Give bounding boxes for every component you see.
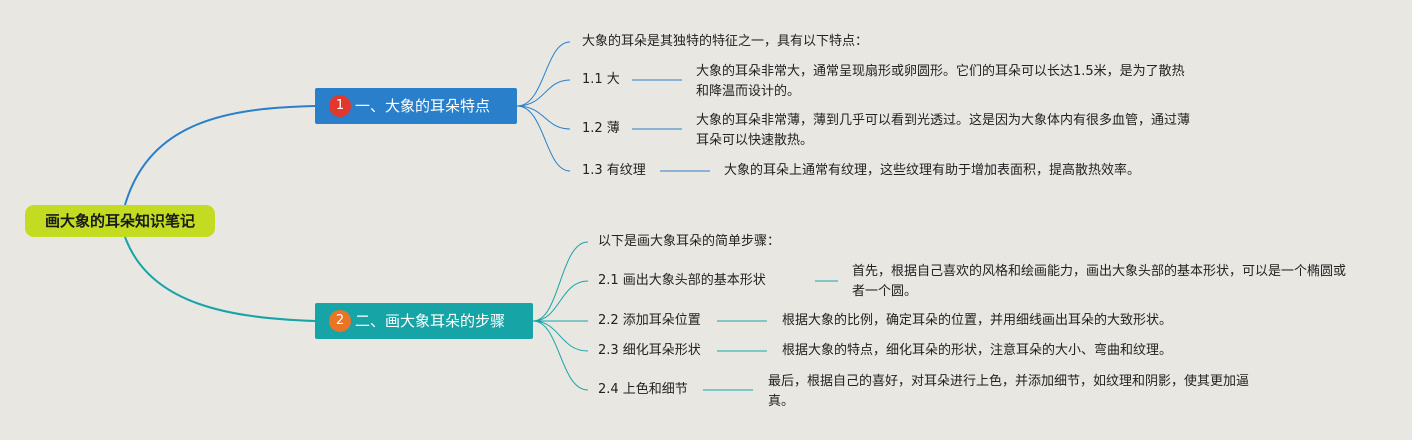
root-to-branch1-link [124,105,316,206]
root-to-branch2-link [124,236,316,322]
branch1-to-item3-link [516,105,571,172]
branch2-to-intro-link [532,241,589,322]
step-2-1-detail[interactable]: 首先，根据自己喜欢的风格和绘画能力，画出大象头部的基本形状，可以是一个椭圆或者一… [852,264,1347,299]
step-2-2-label[interactable]: 2.2 添加耳朵位置 [598,313,701,328]
item-1-1-detail[interactable]: 大象的耳朵非常大，通常呈现扇形或卵圆形。它们的耳朵可以长达1.5米，是为了散热和… [696,64,1185,99]
step-2-2-detail[interactable]: 根据大象的比例，确定耳朵的位置，并用细线画出耳朵的大致形状。 [782,313,1173,328]
branch2-to-item4-link [532,320,589,391]
branch-ear-features-label: 一、大象的耳朵特点 [355,97,491,115]
branch1-to-intro-link [516,41,571,107]
item-1-2-label[interactable]: 1.2 薄 [582,121,620,136]
root-topic[interactable]: 画大象的耳朵知识笔记 [25,205,215,237]
branch2-to-item1-link [532,280,589,322]
step-2-1-label[interactable]: 2.1 画出大象头部的基本形状 [598,273,766,288]
step-2-4-detail[interactable]: 最后，根据自己的喜好，对耳朵进行上色，并添加细节，如纹理和阴影，使其更加逼真。 [768,374,1250,409]
number-badge-2: 2 [329,309,351,332]
branch1-to-item1-link [516,79,571,107]
branch-drawing-steps-label: 二、画大象耳朵的步骤 [355,312,506,330]
item-1-3-detail[interactable]: 大象的耳朵上通常有纹理，这些纹理有助于增加表面积，提高散热效率。 [724,163,1141,178]
number-badge-1: 1 [329,94,351,117]
item-1-3-label[interactable]: 1.3 有纹理 [582,163,646,178]
item-1-1-label[interactable]: 1.1 大 [582,72,620,87]
step-2-3-label[interactable]: 2.3 细化耳朵形状 [598,343,701,358]
item-1-2-detail[interactable]: 大象的耳朵非常薄，薄到几乎可以看到光透过。这是因为大象体内有很多血管，通过薄耳朵… [696,113,1191,148]
step-2-3-detail[interactable]: 根据大象的特点，细化耳朵的形状，注意耳朵的大小、弯曲和纹理。 [782,343,1173,358]
branch1-to-item2-link [516,105,571,130]
branch1-intro[interactable]: 大象的耳朵是其独特的特征之一，具有以下特点： [582,34,869,49]
step-2-4-label[interactable]: 2.4 上色和细节 [598,382,688,397]
branch2-to-item3-link [532,320,589,352]
branch2-intro[interactable]: 以下是画大象耳朵的简单步骤： [598,234,781,249]
